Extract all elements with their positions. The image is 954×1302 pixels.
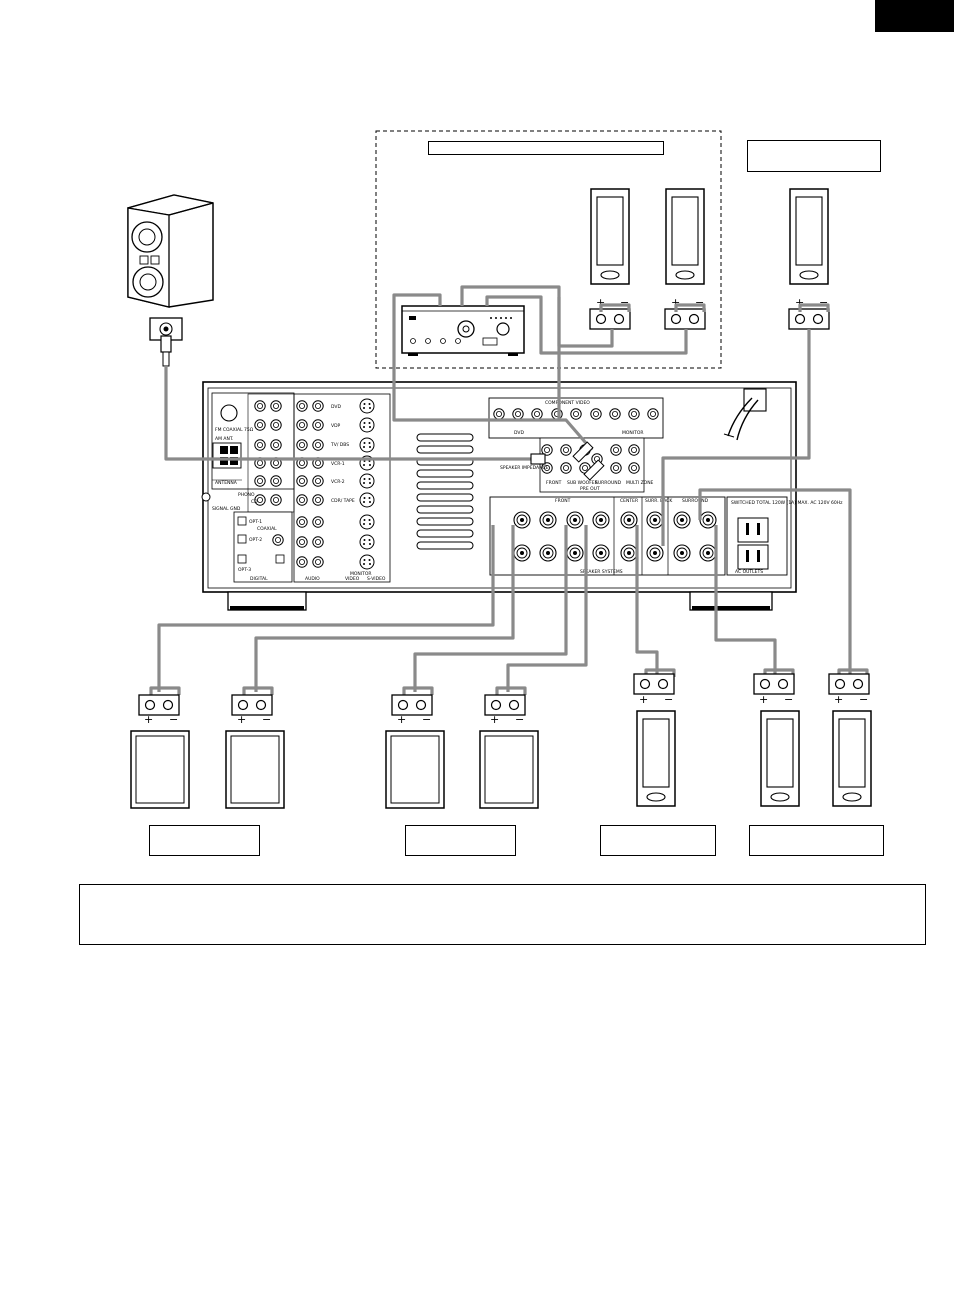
note-box xyxy=(79,884,926,945)
svg-text:VDP: VDP xyxy=(331,423,341,429)
cable-front-a-right xyxy=(254,525,515,692)
zone-label-box xyxy=(428,141,664,155)
svg-text:SURROUND: SURROUND xyxy=(682,498,709,504)
cable-zone-input-1 xyxy=(392,293,594,452)
svg-text:+: + xyxy=(671,296,680,309)
svg-text:+: + xyxy=(397,713,406,726)
svg-text:VIDEO: VIDEO xyxy=(345,576,360,582)
cable-center xyxy=(635,525,659,674)
center-label-box xyxy=(600,825,716,856)
svg-text:MULTI ZONE: MULTI ZONE xyxy=(626,480,654,486)
front-a-label-box xyxy=(149,825,260,856)
cable-front-b-right xyxy=(506,525,588,692)
svg-text:OPT-2: OPT-2 xyxy=(249,537,262,543)
cable-surround-left xyxy=(714,525,777,674)
front-b-right-speaker: + − xyxy=(479,694,539,809)
svg-text:OPT-3: OPT-3 xyxy=(238,567,251,573)
svg-text:MONITOR: MONITOR xyxy=(350,571,372,577)
svg-text:−: − xyxy=(819,296,828,309)
svg-text:+: + xyxy=(795,296,804,309)
svg-text:SIGNAL GND: SIGNAL GND xyxy=(212,506,241,512)
svg-text:−: − xyxy=(664,693,673,706)
svg-text:−: − xyxy=(859,693,868,706)
svg-text:FM COAXIAL 75Ω: FM COAXIAL 75Ω xyxy=(215,427,254,433)
surround-right-speaker: + − xyxy=(828,673,872,807)
svg-text:SUB WOOFER: SUB WOOFER xyxy=(567,480,598,486)
av-receiver-rear-panel: FM COAXIAL 75Ω AM ANT. ANTENNA PHONO SIG… xyxy=(201,381,843,611)
cable-zone-out-right xyxy=(557,297,614,348)
zone-dashed-box xyxy=(375,130,722,369)
svg-text:+: + xyxy=(759,693,768,706)
svg-text:OPT-1: OPT-1 xyxy=(249,519,262,525)
svg-text:+: + xyxy=(639,693,648,706)
svg-text:SPEAKER SYSTEMS: SPEAKER SYSTEMS xyxy=(580,569,623,575)
rca-plugs xyxy=(530,441,605,481)
surround-label-box xyxy=(749,825,884,856)
svg-text:COMPONENT VIDEO: COMPONENT VIDEO xyxy=(545,400,590,406)
svg-text:TV/ DBS: TV/ DBS xyxy=(330,442,349,448)
svg-text:−: − xyxy=(515,713,524,726)
svg-text:S-VIDEO: S-VIDEO xyxy=(367,576,386,582)
svg-text:CENTER: CENTER xyxy=(620,498,638,504)
surround-left-speaker: + − xyxy=(753,673,800,807)
svg-text:−: − xyxy=(620,296,629,309)
cable-surround-right xyxy=(698,488,852,674)
svg-text:AUDIO: AUDIO xyxy=(305,576,320,582)
svg-text:PRE OUT: PRE OUT xyxy=(580,486,600,492)
zone-speaker-left: + − xyxy=(589,188,631,330)
svg-text:−: − xyxy=(784,693,793,706)
cable-front-a-left xyxy=(157,525,495,692)
svg-text:−: − xyxy=(695,296,704,309)
svg-text:+: + xyxy=(144,713,153,726)
svg-text:AC OUTLETS: AC OUTLETS xyxy=(735,569,763,575)
svg-text:SWITCHED TOTAL 120W (1A) MAX.: SWITCHED TOTAL 120W (1A) MAX. AC 120V 60… xyxy=(731,500,843,506)
svg-text:PHONO: PHONO xyxy=(238,492,255,498)
zone-amplifier xyxy=(401,305,525,356)
front-b-left-speaker: + − xyxy=(385,694,445,809)
svg-text:+: + xyxy=(834,693,843,706)
subwoofer-input xyxy=(149,317,183,367)
svg-text:+: + xyxy=(490,713,499,726)
svg-text:CD: CD xyxy=(251,499,258,505)
cable-front-b-left xyxy=(413,525,568,692)
top-right-speaker: + − xyxy=(788,188,830,330)
cables xyxy=(149,285,869,695)
svg-text:SPEAKER IMPEDANCE: SPEAKER IMPEDANCE xyxy=(500,465,549,471)
svg-text:COAXIAL: COAXIAL xyxy=(257,526,277,532)
front-a-left-speaker: + − xyxy=(130,694,190,809)
cable-zone-out-left xyxy=(485,295,688,355)
svg-text:−: − xyxy=(422,713,431,726)
svg-text:SURR. BACK: SURR. BACK xyxy=(645,498,673,504)
subwoofer xyxy=(127,194,214,308)
cable-top-right xyxy=(661,329,811,546)
svg-text:VCR-2: VCR-2 xyxy=(331,479,345,485)
svg-text:SURROUND: SURROUND xyxy=(595,480,622,486)
svg-text:DIGITAL: DIGITAL xyxy=(250,576,268,582)
svg-text:MONITOR: MONITOR xyxy=(622,430,644,436)
svg-text:VCR-1: VCR-1 xyxy=(331,461,345,467)
center-speaker: + − xyxy=(633,673,676,807)
right-top-label-box xyxy=(747,140,881,172)
front-b-label-box xyxy=(405,825,516,856)
corner-tab xyxy=(875,0,954,32)
zone-speaker-right: + − xyxy=(664,188,706,330)
svg-text:ANTENNA: ANTENNA xyxy=(215,480,238,486)
svg-text:−: − xyxy=(262,713,271,726)
cable-subwoofer xyxy=(164,366,537,461)
svg-text:DVD: DVD xyxy=(331,404,341,410)
svg-text:−: − xyxy=(169,713,178,726)
svg-text:+: + xyxy=(237,713,246,726)
svg-text:+: + xyxy=(596,296,605,309)
svg-text:CDR/ TAPE: CDR/ TAPE xyxy=(331,498,355,504)
svg-text:FRONT: FRONT xyxy=(546,480,562,486)
svg-text:DVD: DVD xyxy=(514,430,524,436)
svg-text:FRONT: FRONT xyxy=(555,498,571,504)
front-a-right-speaker: + − xyxy=(225,694,285,809)
svg-text:AM ANT.: AM ANT. xyxy=(215,436,233,442)
